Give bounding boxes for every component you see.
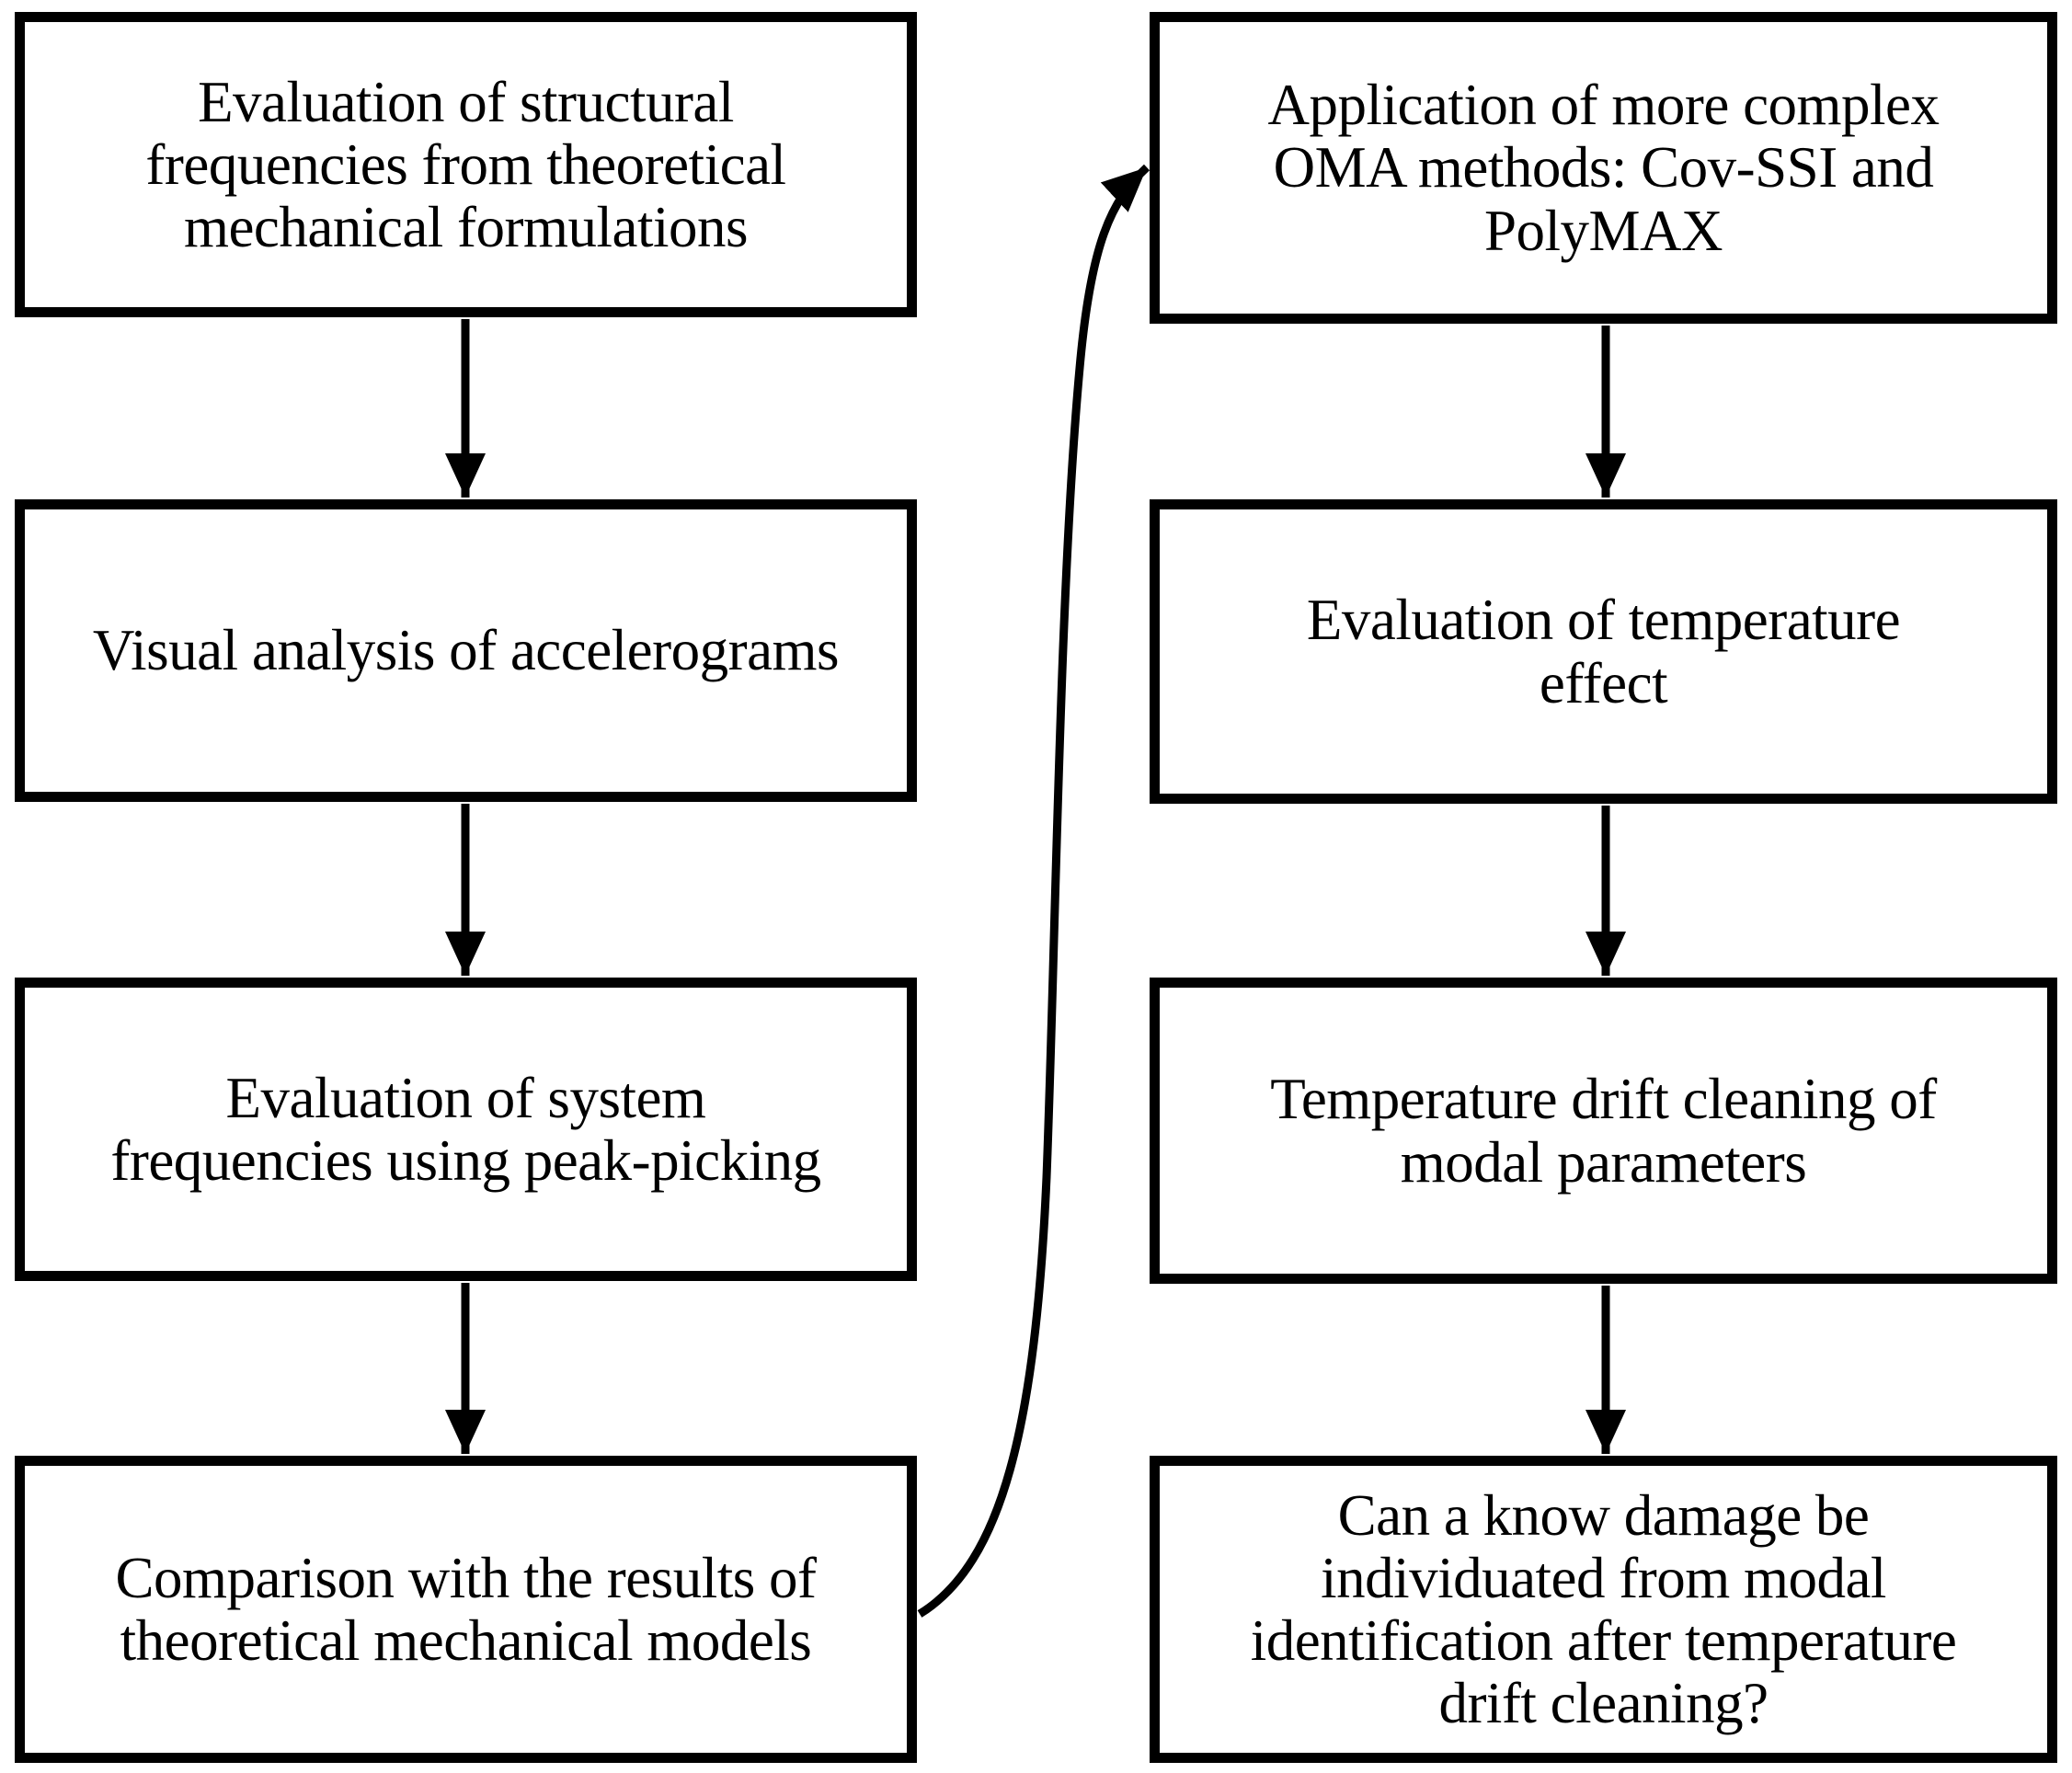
flow-box-label: Temperature drift cleaning of modal para… (1270, 1067, 1937, 1195)
flow-box-visual-analysis: Visual analysis of accelerograms (15, 499, 917, 802)
flow-box-oma-methods: Application of more complex OMA methods:… (1150, 12, 2057, 324)
flow-box-comparison-models: Comparison with the results of theoretic… (15, 1456, 917, 1763)
flow-box-eval-structural-frequencies: Evaluation of structural frequencies fro… (15, 12, 917, 317)
flow-box-label: Can a know damage be individuated from m… (1250, 1482, 1957, 1736)
flow-box-damage-question: Can a know damage be individuated from m… (1150, 1456, 2057, 1763)
flow-box-label: Evaluation of temperature effect (1306, 588, 1901, 715)
flow-box-drift-cleaning: Temperature drift cleaning of modal para… (1150, 978, 2057, 1284)
flow-box-peak-picking: Evaluation of system frequencies using p… (15, 978, 917, 1281)
flow-box-label: Evaluation of structural frequencies fro… (145, 69, 786, 260)
flow-box-label: Evaluation of system frequencies using p… (110, 1065, 821, 1193)
flow-box-label: Visual analysis of accelerograms (92, 618, 840, 683)
arrow-comparison-to-oma-curved (917, 164, 1150, 1618)
flow-box-label: Application of more complex OMA methods:… (1267, 73, 1940, 263)
flow-box-label: Comparison with the results of theoretic… (115, 1545, 817, 1673)
flow-box-temperature-effect: Evaluation of temperature effect (1150, 499, 2057, 804)
